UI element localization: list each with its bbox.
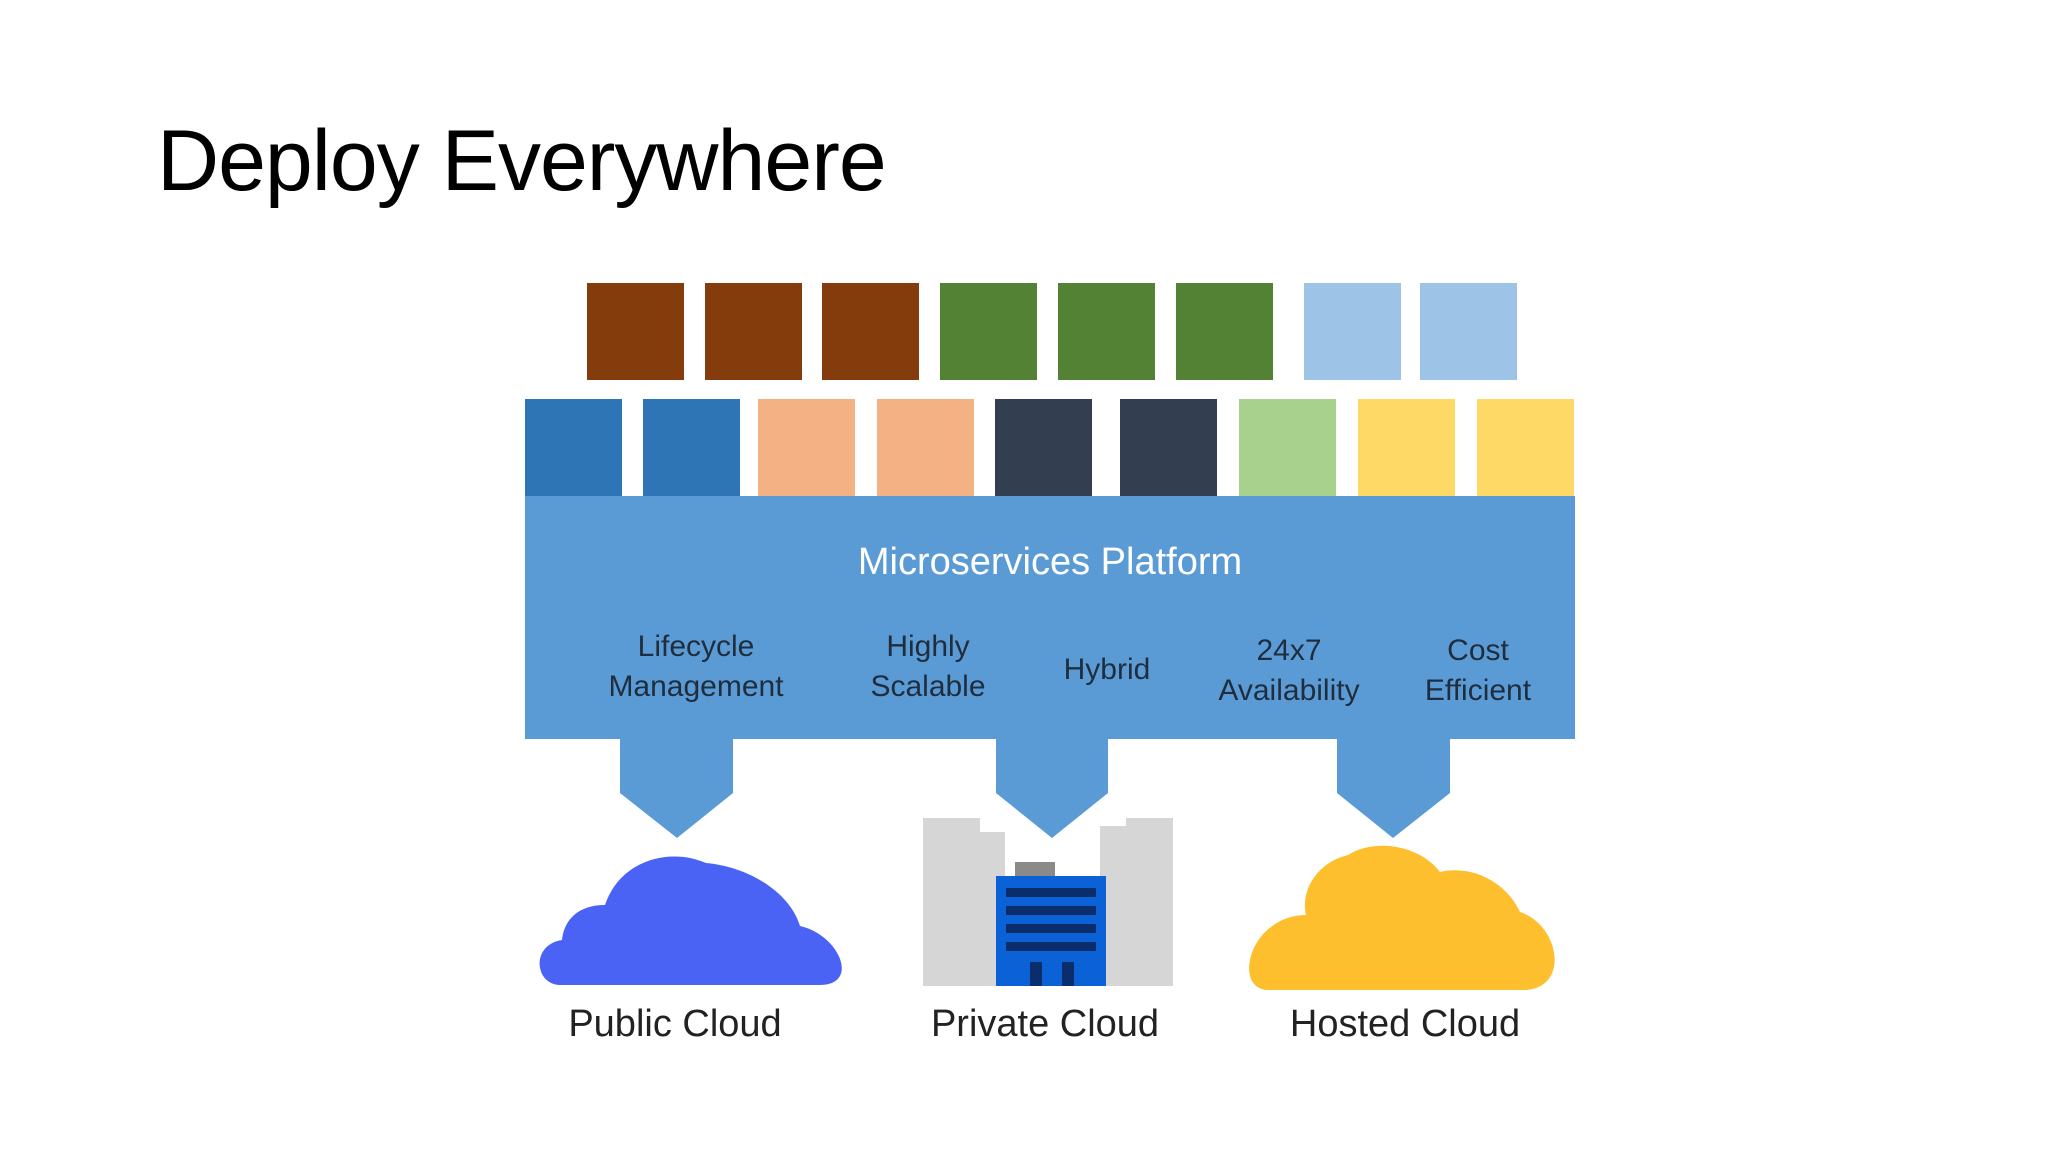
feature-label-line: Management (608, 670, 784, 703)
platform-bar (525, 496, 1575, 739)
private-cloud-label: Private Cloud (930, 1003, 1160, 1045)
service-block (877, 399, 974, 496)
service-block (1239, 399, 1336, 496)
cloud-shape (539, 856, 842, 985)
cloud-shape (1249, 845, 1555, 990)
slide-title: Deploy Everywhere (157, 113, 887, 209)
service-block (643, 399, 740, 496)
hosted-cloud-label: Hosted Cloud (1289, 1003, 1521, 1045)
service-blocks-bottom-row (525, 399, 1574, 496)
feature-label-line: Efficient (1424, 674, 1532, 707)
feature-label-line: Lifecycle (637, 630, 755, 663)
service-block (1304, 283, 1401, 380)
service-block (758, 399, 855, 496)
building-roof (1015, 862, 1055, 876)
feature-label-line: 24x7 (1256, 634, 1322, 667)
platform-title: Microservices Platform (857, 541, 1243, 583)
feature-highly-scalable: Highly Scalable (838, 627, 1018, 707)
service-block (995, 399, 1092, 496)
feature-label-line: Highly (886, 630, 970, 663)
service-blocks-top-row (587, 283, 1517, 380)
public-cloud-label: Public Cloud (568, 1003, 782, 1045)
feature-label-line: Hybrid (1063, 653, 1151, 686)
service-block (822, 283, 919, 380)
service-block (940, 283, 1037, 380)
hosted-cloud-icon (1249, 845, 1555, 990)
service-block (587, 283, 684, 380)
service-block (705, 283, 802, 380)
feature-lifecycle-management: Lifecycle Management (581, 627, 811, 707)
service-block (1058, 283, 1155, 380)
service-block (1477, 399, 1574, 496)
arrow-to-private-cloud (996, 739, 1108, 838)
feature-label-line: Cost (1447, 634, 1509, 667)
feature-label-line: Availability (1218, 674, 1360, 707)
feature-cost-efficient: Cost Efficient (1393, 631, 1563, 711)
arrow-to-public-cloud (620, 739, 733, 838)
feature-24x7-availability: 24x7 Availability (1189, 631, 1389, 711)
platform-band (525, 496, 1575, 838)
public-cloud-icon (539, 856, 842, 985)
service-block (525, 399, 622, 496)
service-block (1176, 283, 1273, 380)
arrow-to-hosted-cloud (1337, 739, 1450, 838)
service-block (1420, 283, 1517, 380)
background-buildings-icon (923, 818, 1005, 986)
feature-label-line: Scalable (870, 670, 986, 703)
background-buildings-icon (1100, 818, 1173, 986)
service-block (1358, 399, 1455, 496)
feature-hybrid: Hybrid (1022, 650, 1192, 690)
building-windows (1006, 888, 1096, 986)
private-cloud-icon (923, 818, 1173, 986)
service-block (1120, 399, 1217, 496)
